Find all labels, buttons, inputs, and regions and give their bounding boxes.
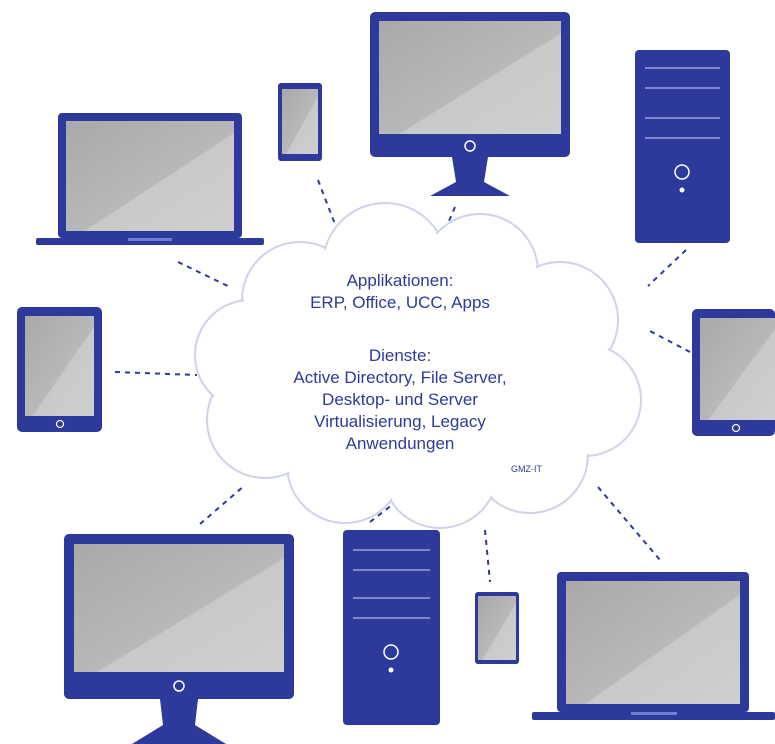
connector-tower-top-right (647, 249, 687, 287)
connectors (114, 179, 691, 583)
connector-tower-bottom (369, 504, 393, 523)
services-line: Anwendungen (345, 434, 455, 453)
tower-top-right (635, 50, 730, 243)
connector-laptop-bottom-right (597, 486, 661, 561)
connector-laptop-top-left (177, 261, 233, 289)
tower-bottom (343, 530, 440, 725)
monitor-bottom-left (64, 534, 294, 744)
applications-list: ERP, Office, UCC, Apps (310, 293, 490, 312)
connector-tablet-right (647, 329, 691, 353)
services-heading: Dienste: (368, 346, 432, 365)
applications-block: Applikationen: ERP, Office, UCC, Apps (240, 270, 560, 314)
tablet-left (17, 307, 102, 432)
services-block: Dienste: Active Directory, File Server, … (240, 345, 560, 455)
connector-phone-top (317, 179, 339, 233)
applications-heading: Applikationen: (346, 271, 454, 290)
services-line: Active Directory, File Server, (293, 368, 507, 387)
services-line: Desktop- und Server (322, 390, 478, 409)
connector-phone-bottom (484, 529, 491, 583)
connector-tablet-left (114, 371, 198, 376)
connector-monitor-bottom-left (199, 485, 245, 525)
laptop-bottom-right (532, 572, 775, 720)
tablet-right (692, 309, 775, 436)
laptop-top-left (36, 113, 264, 245)
brand-label: GMZ-IT (511, 464, 542, 474)
phone-bottom (475, 592, 519, 664)
services-line: Virtualisierung, Legacy (314, 412, 486, 431)
phone-top (278, 83, 322, 161)
monitor-top (370, 12, 570, 196)
cloud-fill (197, 205, 639, 526)
connector-monitor-top (445, 206, 456, 229)
